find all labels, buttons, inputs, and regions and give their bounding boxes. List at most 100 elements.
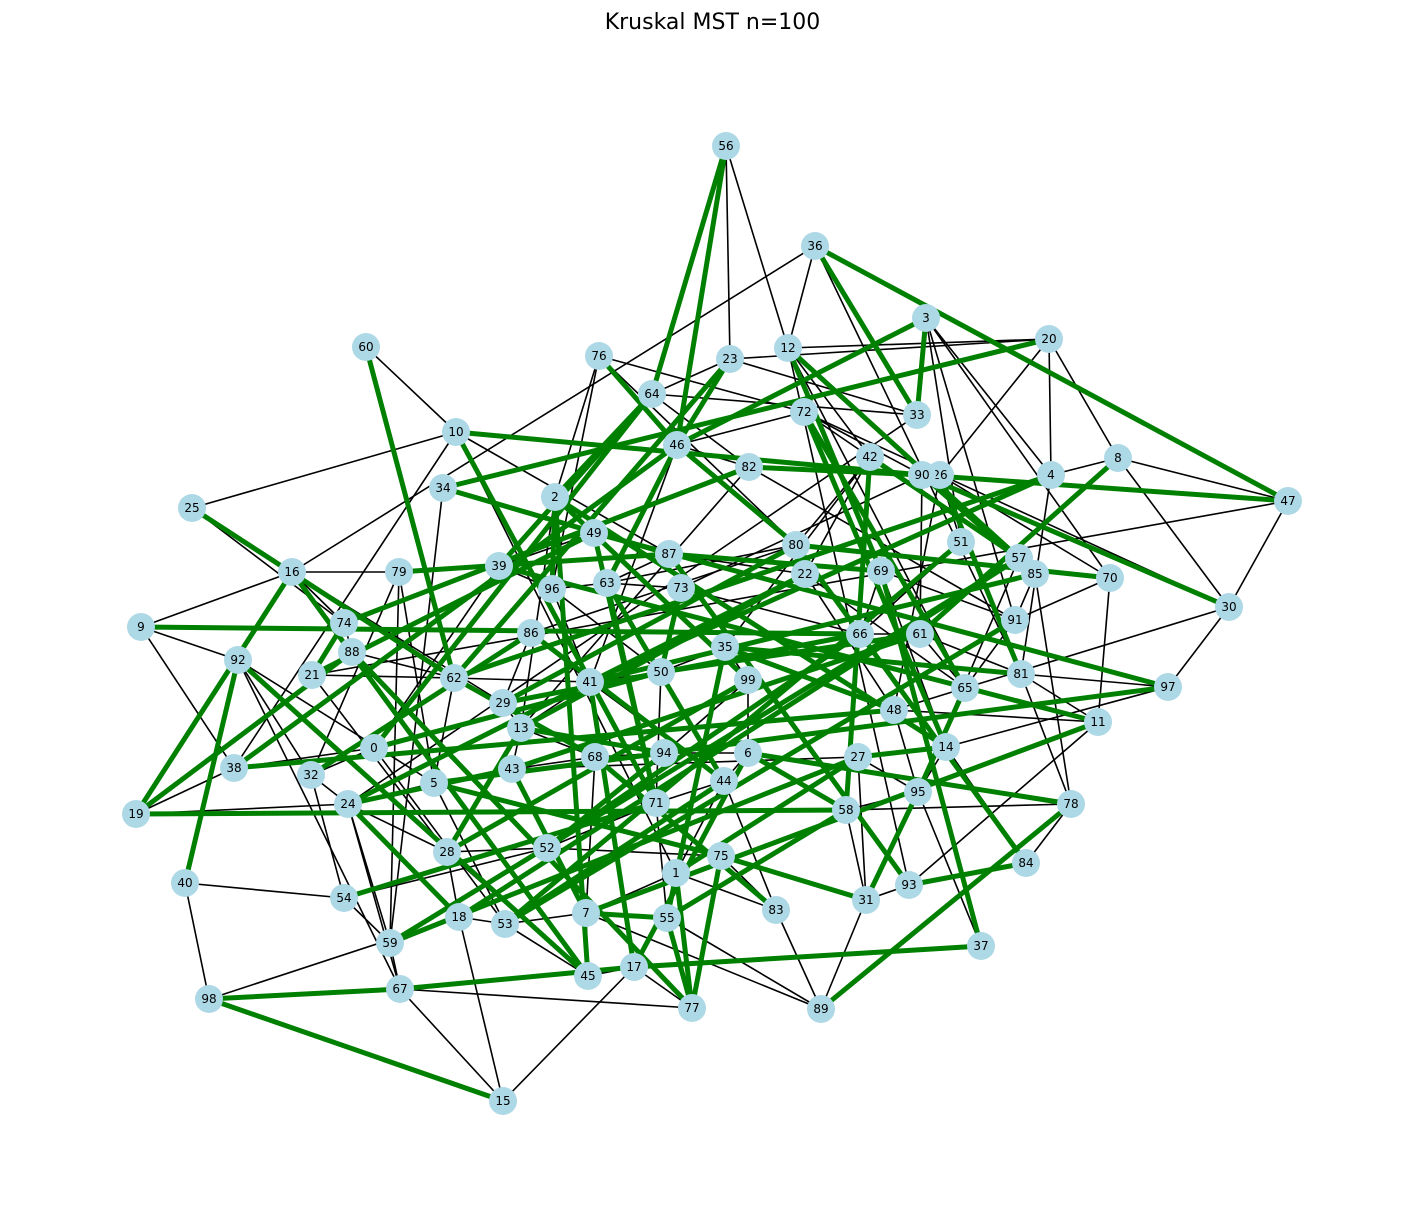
node-label: 59 — [382, 936, 397, 950]
node-label: 37 — [973, 939, 988, 953]
graph-edge-83-44 — [723, 780, 777, 911]
node-circle — [932, 733, 960, 761]
graph-edge-81-11 — [1020, 673, 1099, 723]
node-circle — [678, 994, 706, 1022]
node-circle — [360, 734, 388, 762]
node-circle — [485, 552, 513, 580]
node-label: 10 — [448, 425, 463, 439]
node-circle — [122, 800, 150, 828]
node-label: 50 — [653, 665, 668, 679]
node-label: 24 — [340, 797, 355, 811]
graph-node-50: 50 — [647, 658, 675, 686]
mst-edge-70-80 — [793, 542, 1113, 581]
graph-node-99: 99 — [734, 666, 762, 694]
node-circle — [386, 975, 414, 1003]
graph-node-14: 14 — [932, 733, 960, 761]
node-label: 49 — [586, 526, 601, 540]
node-circle — [734, 666, 762, 694]
node-circle — [1021, 560, 1049, 588]
node-label: 89 — [813, 1002, 828, 1016]
node-circle — [642, 789, 670, 817]
node-circle — [655, 540, 683, 568]
graph-node-17: 17 — [620, 953, 648, 981]
graph-node-82: 82 — [735, 453, 763, 481]
graph-node-86: 86 — [517, 619, 545, 647]
graph-node-29: 29 — [489, 689, 517, 717]
node-circle — [195, 985, 223, 1013]
mst-edge-1-77 — [673, 870, 695, 1011]
graph-edge-56-12 — [725, 145, 789, 349]
graph-edge-70-11 — [1097, 577, 1111, 723]
graph-node-25: 25 — [178, 494, 206, 522]
node-circle — [491, 910, 519, 938]
graph-node-36: 36 — [801, 232, 829, 260]
mst-edge-76-46 — [596, 353, 680, 448]
graph-node-66: 66 — [846, 620, 874, 648]
mst-edge-78-89 — [818, 801, 1074, 1012]
graph-edge-37-95 — [917, 791, 982, 947]
mst-edge-50-0 — [371, 669, 664, 751]
graph-node-56: 56 — [712, 132, 740, 160]
graph-node-35: 35 — [711, 633, 739, 661]
node-circle — [844, 743, 872, 771]
graph-node-51: 51 — [947, 528, 975, 556]
node-circle — [735, 453, 763, 481]
graph-node-45: 45 — [574, 962, 602, 990]
graph-edge-16-9 — [140, 571, 293, 628]
mst-edge-19-58 — [133, 807, 849, 817]
graph-node-89: 89 — [807, 995, 835, 1023]
node-circle — [581, 743, 609, 771]
node-label: 84 — [1018, 856, 1033, 870]
node-circle — [846, 620, 874, 648]
graph-edge-30-97 — [1167, 606, 1230, 688]
graph-node-74: 74 — [330, 609, 358, 637]
node-label: 45 — [580, 969, 595, 983]
graph-node-75: 75 — [707, 842, 735, 870]
node-circle — [171, 869, 199, 897]
node-circle — [330, 609, 358, 637]
graph-node-7: 7 — [572, 899, 600, 927]
node-label: 55 — [659, 911, 674, 925]
node-circle — [852, 886, 880, 914]
node-circle — [1037, 461, 1065, 489]
node-label: 26 — [932, 468, 947, 482]
graph-node-23: 23 — [716, 345, 744, 373]
mst-edge-31-75 — [718, 853, 869, 903]
graph-node-9: 9 — [127, 613, 155, 641]
node-label: 82 — [741, 460, 756, 474]
node-label: 23 — [722, 352, 737, 366]
node-label: 80 — [788, 538, 803, 552]
graph-node-44: 44 — [710, 767, 738, 795]
node-circle — [832, 796, 860, 824]
node-label: 94 — [656, 746, 671, 760]
node-circle — [951, 674, 979, 702]
mst-edge-55-77 — [664, 915, 695, 1011]
node-label: 77 — [684, 1001, 699, 1015]
mst-edge-46-38 — [231, 442, 680, 771]
node-label: 11 — [1090, 715, 1105, 729]
graph-edge-23-64 — [651, 358, 731, 395]
node-circle — [620, 953, 648, 981]
node-circle — [801, 232, 829, 260]
node-label: 19 — [128, 807, 143, 821]
graph-node-3: 3 — [912, 304, 940, 332]
graph-node-48: 48 — [880, 696, 908, 724]
graph-node-94: 94 — [650, 739, 678, 767]
graph-node-22: 22 — [791, 560, 819, 588]
mst-edge-95-31 — [863, 789, 921, 903]
node-label: 70 — [1102, 571, 1117, 585]
graph-edge-8-30 — [1117, 457, 1230, 608]
graph-node-54: 54 — [330, 884, 358, 912]
graph-edge-92-32 — [237, 659, 312, 776]
graph-node-55: 55 — [653, 904, 681, 932]
node-circle — [774, 334, 802, 362]
node-label: 46 — [669, 438, 684, 452]
graph-node-72: 72 — [790, 398, 818, 426]
node-label: 56 — [718, 139, 733, 153]
graph-edge-67-77 — [399, 988, 693, 1009]
mst-edge-75-77 — [689, 853, 724, 1011]
node-label: 2 — [551, 490, 559, 504]
node-label: 13 — [513, 721, 528, 735]
mst-edge-98-15 — [206, 996, 506, 1104]
node-circle — [1104, 444, 1132, 472]
